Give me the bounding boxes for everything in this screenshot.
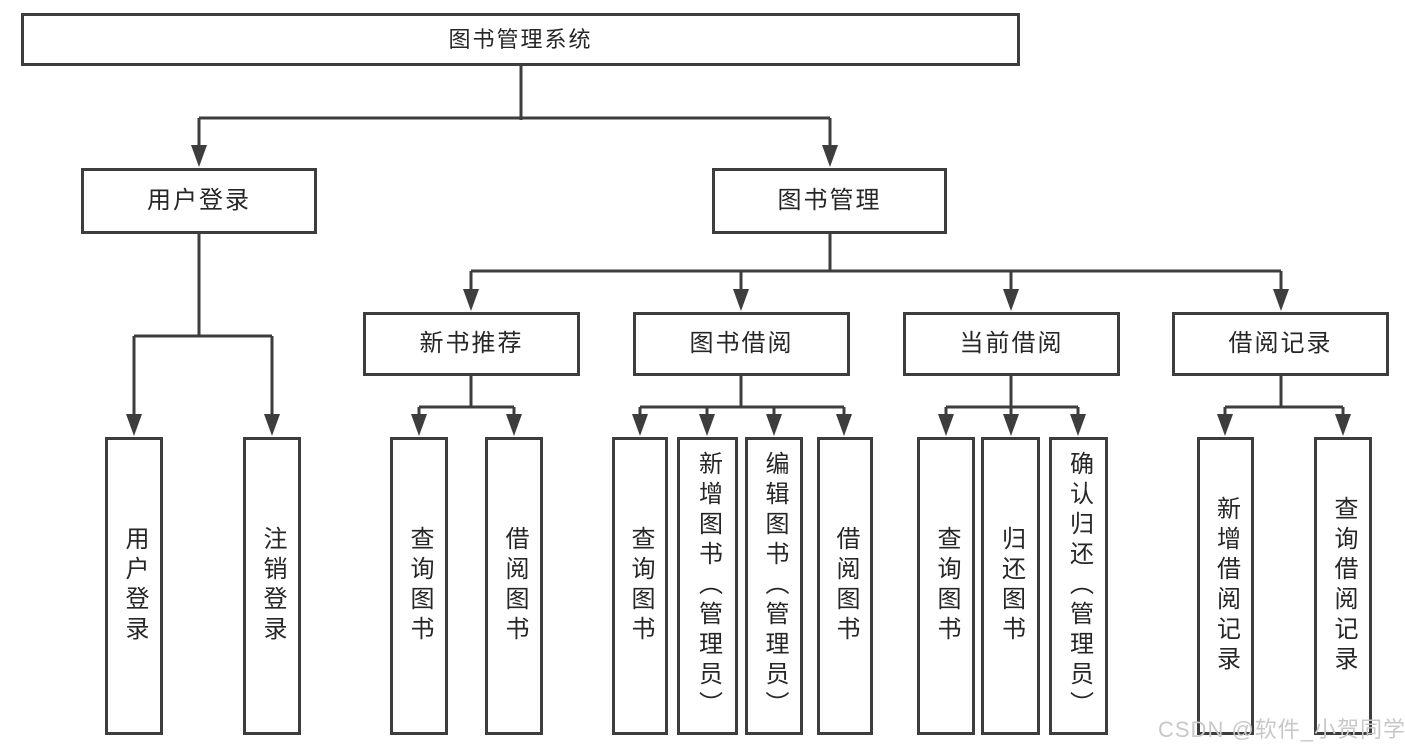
node-book-management: 图书管理 [712, 168, 947, 234]
arrow-head [463, 289, 479, 311]
arrow-head [836, 414, 852, 436]
connector-root-to-level2 [197, 66, 832, 150]
node-label: 借阅图书 [832, 526, 859, 646]
arrow-head [191, 145, 207, 167]
node-label: 新增借阅记录 [1212, 496, 1240, 676]
arrow-head [506, 414, 522, 436]
node-label: 图书管理系统 [448, 26, 593, 52]
node-query-borrow-record: 查询借阅记录 [1314, 437, 1372, 735]
arrow-head [1003, 289, 1019, 311]
arrow-head [1217, 414, 1233, 436]
arrow-head [126, 414, 142, 436]
arrow-head [1070, 414, 1086, 436]
node-confirm-return-admin: 确认归还（管理员） [1049, 437, 1108, 735]
arrow-head [938, 414, 954, 436]
node-label: 借阅图书 [501, 526, 528, 646]
node-add-book-admin: 新增图书（管理员） [677, 437, 738, 735]
node-label: 查询图书 [406, 526, 433, 646]
arrow-head [1335, 414, 1351, 436]
connector-current-borrow-children [944, 376, 1080, 420]
arrow-head [1003, 414, 1019, 436]
node-label: 查询借阅记录 [1330, 496, 1357, 676]
node-borrow-books-leaf: 借阅图书 [817, 437, 873, 735]
node-label: 归还图书 [997, 526, 1025, 646]
node-label: 确认归还（管理员） [1065, 451, 1093, 721]
node-label: 查询图书 [933, 526, 960, 646]
node-label: 查询图书 [627, 526, 654, 646]
node-borrow-books-recommend: 借阅图书 [485, 437, 543, 735]
arrow-head [822, 145, 838, 167]
arrow-head [699, 414, 715, 436]
node-user-login-leaf: 用户登录 [105, 437, 163, 735]
node-borrow-records: 借阅记录 [1172, 312, 1389, 376]
node-label: 用户登录 [121, 526, 148, 646]
node-edit-book-admin: 编辑图书（管理员） [745, 437, 803, 735]
arrow-head [733, 289, 749, 311]
node-label: 新书推荐 [419, 330, 524, 357]
connector-new-book-children [417, 376, 516, 420]
arrow-head [632, 414, 648, 436]
csdn-watermark: CSDN @软件_小贺同学 [1158, 717, 1405, 742]
node-book-borrow: 图书借阅 [633, 312, 850, 376]
node-new-book-recommend: 新书推荐 [363, 312, 580, 376]
node-current-borrow: 当前借阅 [903, 312, 1120, 376]
node-label: 用户登录 [147, 187, 251, 214]
node-label: 图书管理 [777, 187, 882, 214]
connector-user-login-children [132, 234, 274, 420]
node-logout: 注销登录 [243, 437, 301, 735]
connector-borrow-records-children [1223, 376, 1345, 420]
arrow-head [1273, 289, 1289, 311]
arrow-head [264, 414, 280, 436]
node-label: 编辑图书（管理员） [761, 451, 788, 721]
connector-book-borrow-children [638, 376, 846, 420]
node-query-books-current: 查询图书 [917, 437, 975, 735]
node-label: 注销登录 [259, 526, 286, 646]
node-user-login: 用户登录 [81, 168, 317, 234]
arrow-head [411, 414, 427, 436]
node-label: 当前借阅 [959, 330, 1064, 357]
node-library-system: 图书管理系统 [21, 13, 1020, 66]
node-return-books: 归还图书 [981, 437, 1040, 735]
node-label: 图书借阅 [689, 330, 794, 357]
node-add-borrow-record: 新增借阅记录 [1197, 437, 1254, 735]
arrow-head [766, 414, 782, 436]
node-label: 借阅记录 [1228, 330, 1333, 357]
node-query-books-recommend: 查询图书 [390, 437, 448, 735]
connector-book-management-children [469, 234, 1283, 295]
node-label: 新增图书（管理员） [694, 451, 722, 721]
node-query-books-borrow: 查询图书 [612, 437, 668, 735]
